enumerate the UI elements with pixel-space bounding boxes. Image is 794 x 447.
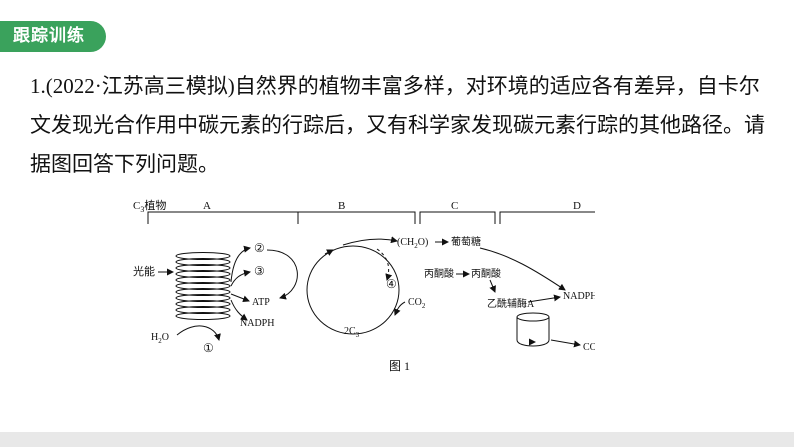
- header-c3-plant: C3植物: [133, 198, 166, 214]
- calvin-cycle-ring: [306, 245, 400, 335]
- tca-cylinder: [516, 312, 550, 347]
- co2-d-label: CO2: [583, 342, 595, 355]
- acetyl-coa-label: 乙酰辅酶A: [487, 297, 535, 310]
- header-B: B: [338, 200, 345, 212]
- h2o-label: H2O: [151, 332, 169, 345]
- c3-b-label: 2C3: [344, 326, 360, 339]
- dashed-to-circle4: [376, 248, 393, 281]
- header-D: D: [573, 200, 581, 212]
- pyruvate-2-label: 丙酮酸: [471, 267, 501, 280]
- section-tab: 跟踪训练: [0, 21, 106, 52]
- question-source: (2022·江苏高三模拟): [45, 74, 235, 98]
- question-text: 1.(2022·江苏高三模拟)自然界的植物丰富多样，对环境的适应各有差异，自卡尔…: [30, 67, 770, 184]
- to-nadph-arrow: [230, 299, 248, 321]
- question-body: 自然界的植物丰富多样，对环境的适应各有差异，自卡尔文发现光合作用中碳元素的行踪后…: [30, 74, 765, 176]
- nadph-right-label: NADPH: [563, 291, 595, 302]
- pyruvate2-to-acetyl: [489, 279, 496, 293]
- figure-caption: 图 1: [389, 359, 411, 373]
- glucose-to-nadph: [479, 247, 566, 291]
- footer-bar: [0, 432, 794, 447]
- light-energy-label: 光能: [133, 264, 155, 278]
- circle-1-label: ①: [203, 341, 214, 355]
- pyruvate-1-label: 丙酮酸: [424, 267, 454, 280]
- nadph-left-label: NADPH: [240, 318, 274, 329]
- co2-b-label: CO2: [408, 297, 426, 310]
- section-title: 跟踪训练: [13, 26, 85, 46]
- acetyl-to-nadph: [527, 294, 561, 303]
- cycle-arrow-top: [324, 249, 334, 256]
- ch2o-label: (CH2O): [397, 237, 428, 250]
- atp-label: ATP: [252, 297, 270, 308]
- co2-b-arrow: [393, 301, 406, 316]
- carbon-pathway-diagram: C3植物 A B C D 光能 H2O ① ② ③ ATP NADPH ④ CO…: [133, 198, 595, 355]
- header-A: A: [203, 200, 211, 212]
- circle-4-label: ④: [386, 277, 397, 291]
- circle-3-label: ③: [254, 264, 265, 278]
- to-circle3-arrow: [230, 269, 251, 287]
- cycle-to-ch2o: [342, 236, 398, 246]
- glucose-label: 葡萄糖: [451, 235, 481, 248]
- h2o-arrow: [176, 325, 221, 341]
- to-circle2-arrow: [230, 245, 251, 283]
- header-brackets: [147, 211, 595, 224]
- thylakoid-stack: [175, 252, 231, 320]
- header-C: C: [451, 200, 458, 212]
- circle2-loop: [266, 249, 298, 300]
- circle-2-label: ②: [254, 241, 265, 255]
- to-co2-d: [550, 339, 581, 348]
- question-number: 1.: [30, 74, 46, 98]
- to-atp-arrow: [230, 293, 250, 303]
